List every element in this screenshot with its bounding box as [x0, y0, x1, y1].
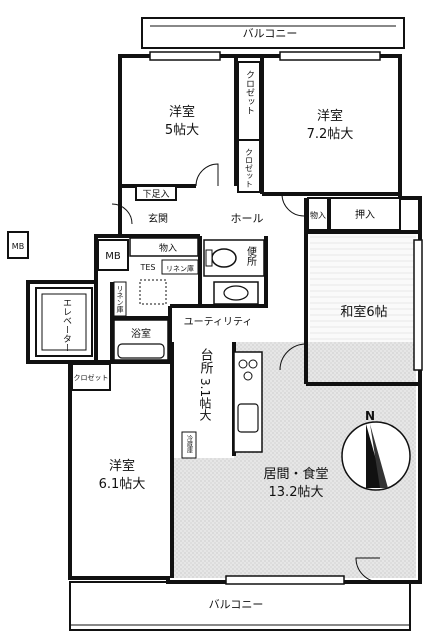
balcony-bottom: バルコニー	[69, 581, 411, 631]
mb-inner-label: MB	[105, 251, 121, 262]
closet-label-1: クロゼット	[244, 70, 255, 115]
western-sw-name: 洋室	[109, 458, 135, 474]
living-size: 13.2帖大	[269, 485, 324, 500]
fridge	[181, 431, 197, 459]
mb-inner	[97, 239, 129, 271]
storage-ne	[307, 197, 329, 231]
elevator-label: エレベーター	[61, 298, 72, 352]
western-room-sw	[72, 388, 172, 578]
doors	[111, 163, 381, 583]
north-label: N	[365, 409, 375, 423]
bathroom: 浴室	[113, 319, 169, 361]
balcony-bottom-label: バルコニー	[209, 598, 264, 611]
closet-sw	[71, 363, 111, 391]
hall-label: ホール	[231, 212, 264, 225]
storage-center	[129, 237, 199, 257]
living-name: 居間・食堂	[263, 466, 328, 482]
western-nw-size: 5帖大	[165, 123, 199, 138]
closet-stack: クロゼット クロゼット	[237, 61, 261, 193]
elevator: エレベーター	[35, 287, 93, 357]
balcony-top: バルコニー	[141, 17, 405, 49]
closet-label-3: クロゼット	[74, 373, 109, 382]
linen-label-2: リネン庫	[116, 285, 124, 314]
north-arrow: N	[341, 409, 411, 491]
storage-label-1: 物入	[159, 242, 177, 254]
shoe-box-label: 下足入	[142, 189, 169, 200]
western-ne-name: 洋室	[317, 108, 343, 124]
toilet-label: 便所	[245, 245, 257, 267]
shoe-box	[135, 185, 177, 201]
fridge-label: 冷蔵庫	[186, 434, 193, 454]
kitchen-counter	[233, 351, 263, 453]
storage-label-2: 物入	[310, 210, 326, 220]
japanese-name: 和室6帖	[340, 304, 387, 320]
balcony-top-label: バルコニー	[243, 27, 298, 40]
western-room-ne	[262, 60, 394, 190]
windows	[149, 51, 423, 585]
western-room-nw	[124, 60, 236, 186]
washer-area	[139, 279, 167, 305]
western-ne-size: 7.2帖大	[307, 127, 354, 142]
linen-box-1	[161, 259, 199, 275]
mb-outside	[7, 231, 29, 259]
western-sw-size: 6.1帖大	[99, 477, 146, 492]
mb-left-label: MB	[12, 242, 24, 251]
linen-label-1: リネン庫	[166, 264, 194, 273]
western-nw-name: 洋室	[169, 104, 195, 120]
walls	[26, 54, 422, 584]
utility-label: ユーティリティ	[184, 317, 253, 328]
closet-label-2: クロゼット	[245, 148, 254, 188]
linen-box-2	[113, 281, 127, 317]
kitchen-size: 3.1帖大	[198, 378, 212, 421]
bath-room-label: 浴室	[131, 327, 151, 340]
toilet: 便所	[203, 239, 265, 277]
wash-basin	[213, 281, 259, 305]
entrance-label: 玄関	[148, 212, 168, 225]
utility-floor	[170, 306, 268, 342]
tes-label: TES	[139, 263, 155, 272]
oshiire	[329, 197, 401, 231]
kitchen-name: 台所	[198, 348, 214, 374]
oshiire-label: 押入	[355, 208, 375, 221]
